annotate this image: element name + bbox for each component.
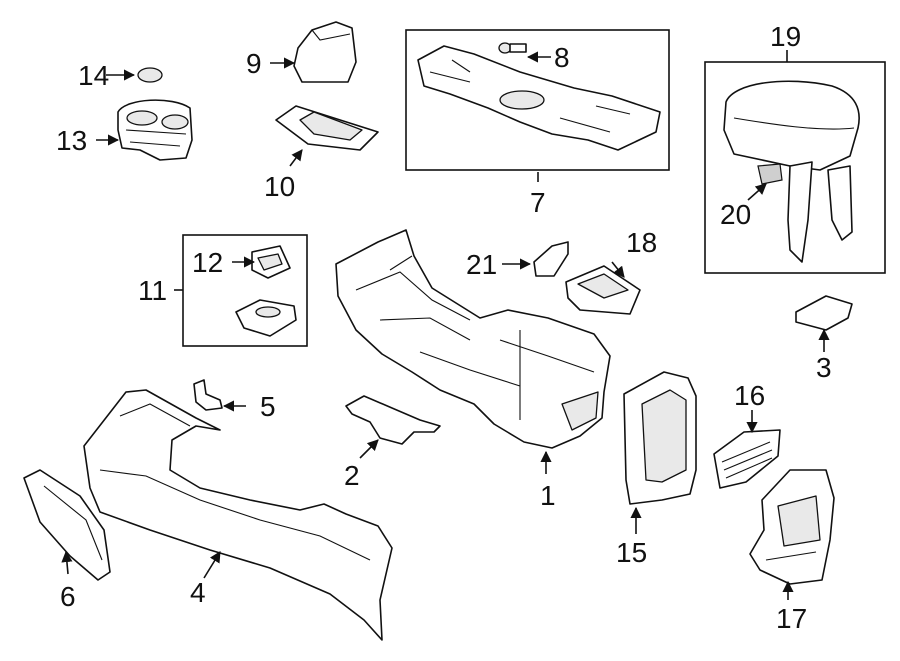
- part-19-armrest: [723, 80, 860, 263]
- part-12-insert: [251, 245, 291, 279]
- callout-17: 17: [776, 603, 807, 634]
- part-2-bracket: [345, 395, 441, 445]
- callout-9: 9: [246, 48, 262, 79]
- part-13-cup-holder: [117, 99, 193, 161]
- part-18-storage-tray: [565, 265, 641, 315]
- part-14-cap: [137, 67, 163, 83]
- part-1-console-body: [335, 229, 611, 449]
- part-6-end-cover: [23, 469, 111, 581]
- group-box-7: [405, 29, 670, 171]
- part-8-screw: [498, 42, 527, 54]
- part-7-console-frame: [417, 45, 661, 151]
- part-9-trim: [293, 21, 357, 83]
- callout-15: 15: [616, 537, 647, 568]
- part-5-clip: [193, 379, 223, 411]
- callout-5: 5: [260, 391, 276, 422]
- callout-14: 14: [78, 60, 109, 91]
- group-box-19: [704, 61, 886, 274]
- callout-16: 16: [734, 380, 765, 411]
- part-3-bracket: [795, 295, 853, 331]
- part-17-rear-panel: [749, 469, 835, 585]
- callout-10: 10: [264, 171, 295, 202]
- callout-19: 19: [770, 21, 801, 52]
- part-20-latch: [757, 163, 783, 185]
- callout-13: 13: [56, 125, 87, 156]
- callout-8: 8: [554, 42, 570, 73]
- part-15-trim-bezel: [623, 371, 697, 505]
- callout-20: 20: [720, 199, 751, 230]
- callout-11: 11: [138, 275, 167, 306]
- part-4-side-panel: [83, 389, 393, 641]
- callout-1: 1: [540, 480, 556, 511]
- callout-3: 3: [816, 352, 832, 383]
- callout-21: 21: [466, 249, 497, 280]
- part-16-vent: [713, 429, 781, 489]
- callout-4: 4: [190, 577, 206, 608]
- callout-18: 18: [626, 227, 657, 258]
- callout-7: 7: [530, 187, 546, 218]
- part-21-bracket: [533, 241, 569, 277]
- part-10-tray: [275, 105, 379, 151]
- part-11-insert-lower: [235, 299, 297, 337]
- callout-2: 2: [344, 460, 360, 491]
- callout-12: 12: [192, 247, 223, 278]
- callout-6: 6: [60, 581, 76, 612]
